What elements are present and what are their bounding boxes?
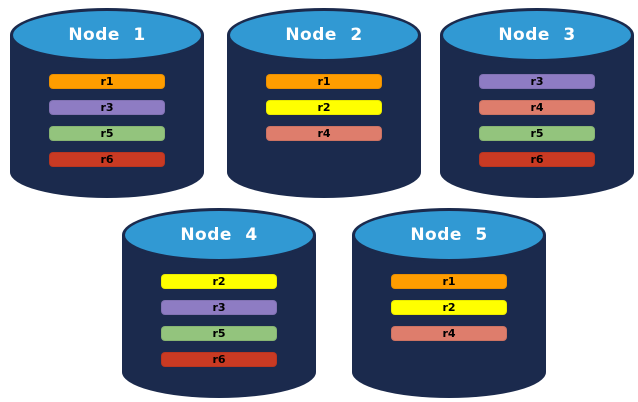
cylinder-top-ellipse: Node 5: [352, 208, 546, 262]
replica-bar-r6: r6: [161, 352, 277, 367]
replica-bar-r4: r4: [266, 126, 382, 141]
replica-list: r1 r2 r4: [227, 74, 421, 141]
replica-label: r1: [100, 75, 114, 88]
replica-bar-r2: r2: [161, 274, 277, 289]
replica-label: r3: [530, 75, 544, 88]
replica-label: r4: [530, 101, 544, 114]
replica-bar-r2: r2: [391, 300, 507, 315]
cylinder-body: [227, 35, 421, 198]
cylinder-body: [440, 35, 634, 198]
replica-list: r2 r3 r5 r6: [122, 274, 316, 367]
replica-bar-r5: r5: [479, 126, 595, 141]
replica-label: r2: [442, 301, 456, 314]
db-node-cylinder: Node 3 r3 r4 r5 r6: [440, 8, 634, 198]
replica-bar-r3: r3: [161, 300, 277, 315]
cylinder-top-ellipse: Node 1: [10, 8, 204, 62]
cylinder-body: [10, 35, 204, 198]
replica-label: r6: [530, 153, 544, 166]
replica-label: r5: [212, 327, 226, 340]
replica-bar-r6: r6: [49, 152, 165, 167]
replica-bar-r1: r1: [266, 74, 382, 89]
replica-label: r3: [212, 301, 226, 314]
cylinder-top-ellipse: Node 4: [122, 208, 316, 262]
node-title: Node 4: [180, 225, 258, 245]
db-node-cylinder: Node 1 r1 r3 r5 r6: [10, 8, 204, 198]
cylinder-top-ellipse: Node 3: [440, 8, 634, 62]
replica-label: r1: [317, 75, 331, 88]
replica-label: r6: [212, 353, 226, 366]
replica-label: r5: [530, 127, 544, 140]
replica-label: r5: [100, 127, 114, 140]
replica-label: r3: [100, 101, 114, 114]
replica-bar-r6: r6: [479, 152, 595, 167]
replica-bar-r4: r4: [391, 326, 507, 341]
cylinder-body: [352, 235, 546, 398]
node-title: Node 3: [498, 25, 576, 45]
db-node-cylinder: Node 2 r1 r2 r4: [227, 8, 421, 198]
db-node-cylinder: Node 4 r2 r3 r5 r6: [122, 208, 316, 398]
node-title: Node 2: [285, 25, 363, 45]
replica-label: r2: [212, 275, 226, 288]
replica-label: r4: [317, 127, 331, 140]
cylinder-top-ellipse: Node 2: [227, 8, 421, 62]
replica-label: r2: [317, 101, 331, 114]
replica-label: r6: [100, 153, 114, 166]
node-title: Node 5: [410, 225, 488, 245]
replica-bar-r3: r3: [49, 100, 165, 115]
replica-list: r3 r4 r5 r6: [440, 74, 634, 167]
replica-label: r1: [442, 275, 456, 288]
replica-bar-r5: r5: [161, 326, 277, 341]
replica-list: r1 r2 r4: [352, 274, 546, 341]
cylinder-body: [122, 235, 316, 398]
replica-list: r1 r3 r5 r6: [10, 74, 204, 167]
replica-bar-r3: r3: [479, 74, 595, 89]
replica-bar-r1: r1: [391, 274, 507, 289]
replica-bar-r1: r1: [49, 74, 165, 89]
db-node-cylinder: Node 5 r1 r2 r4: [352, 208, 546, 398]
replica-label: r4: [442, 327, 456, 340]
node-title: Node 1: [68, 25, 146, 45]
replica-bar-r2: r2: [266, 100, 382, 115]
replica-bar-r5: r5: [49, 126, 165, 141]
replica-bar-r4: r4: [479, 100, 595, 115]
